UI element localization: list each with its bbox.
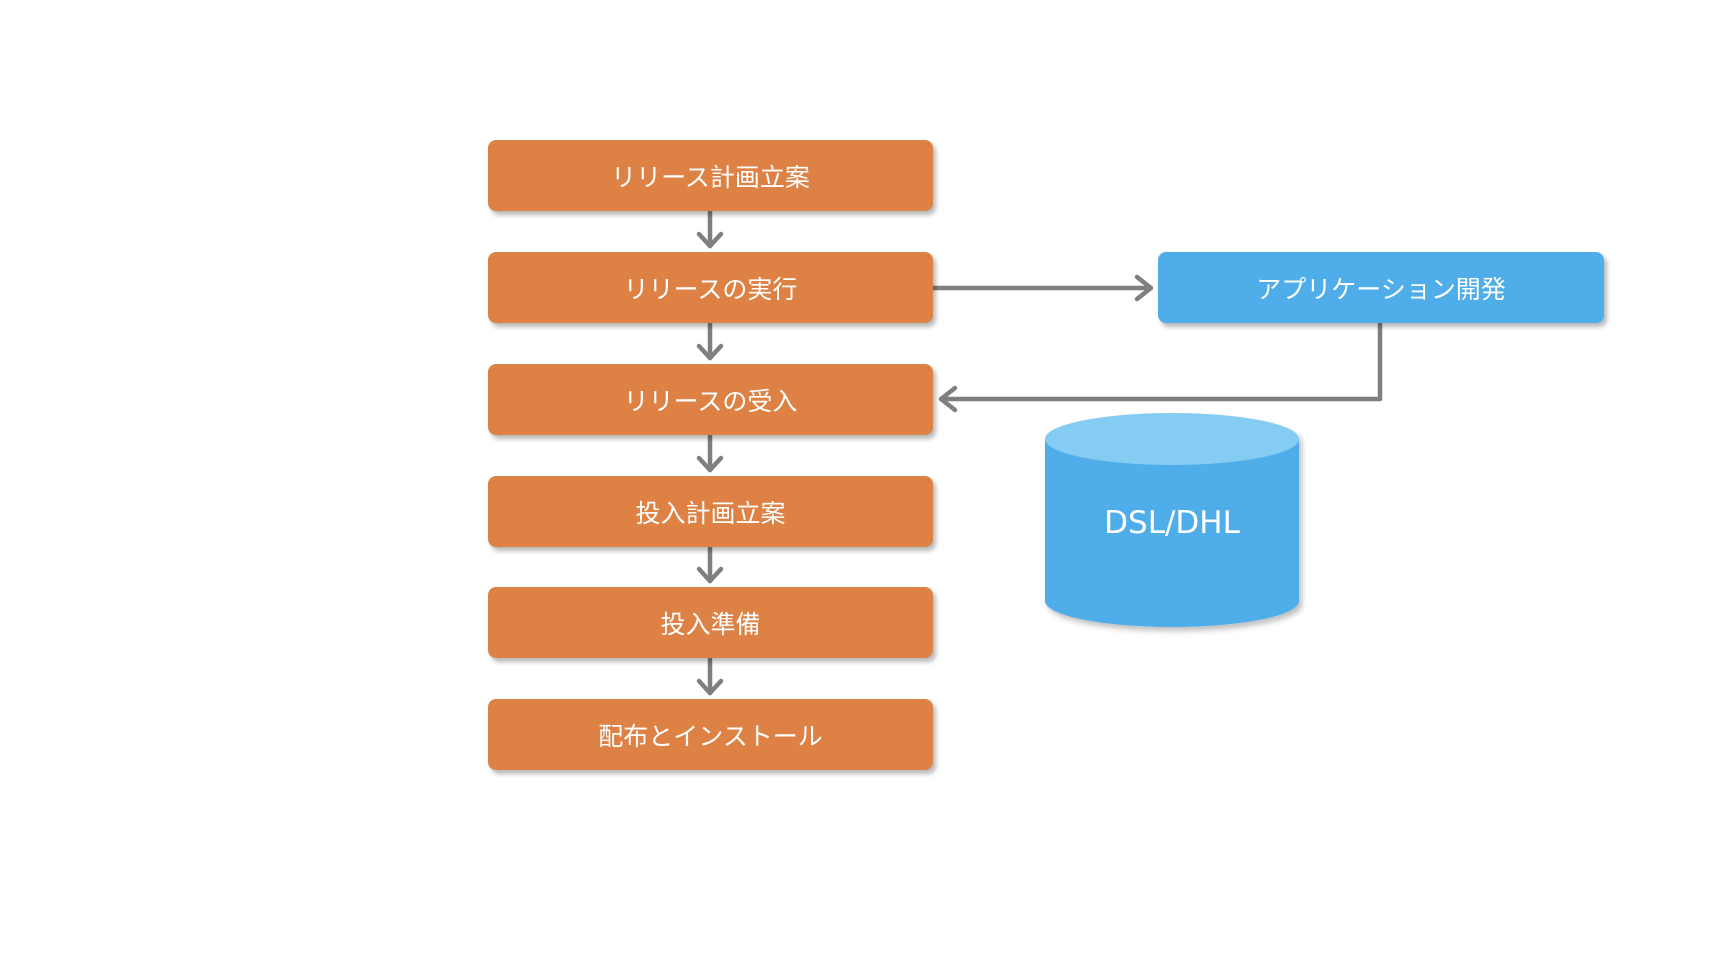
arrow-step4-to-step5	[696, 545, 724, 584]
arrow-step5-to-step6	[696, 656, 724, 696]
arrow-step1-to-step2	[696, 209, 724, 249]
step-deployment-preparation: 投入準備	[488, 587, 933, 658]
step-label: リリースの実行	[623, 274, 798, 304]
application-development-box: アプリケーション開発	[1158, 252, 1604, 323]
step-release-acceptance: リリースの受入	[488, 364, 933, 435]
step-label: 配布とインストール	[598, 721, 823, 751]
step-deployment-planning: 投入計画立案	[488, 476, 933, 547]
step-release-planning: リリース計画立案	[488, 140, 933, 211]
step-label: 投入準備	[660, 609, 761, 639]
arrow-app-dev-to-acceptance	[938, 321, 1383, 413]
app-box-label: アプリケーション開発	[1256, 274, 1506, 304]
step-release-execution: リリースの実行	[488, 252, 933, 323]
arrow-execute-to-app-dev	[931, 274, 1154, 302]
step-label: 投入計画立案	[635, 498, 786, 528]
arrow-step2-to-step3	[696, 321, 724, 361]
step-label: リリース計画立案	[611, 162, 810, 192]
step-label: リリースの受入	[623, 386, 798, 416]
repository-label: DSL/DHL	[1104, 505, 1240, 541]
arrow-step3-to-step4	[696, 433, 724, 473]
step-distribution-and-installation: 配布とインストール	[488, 699, 933, 770]
database-cylinder-icon	[1045, 413, 1299, 627]
